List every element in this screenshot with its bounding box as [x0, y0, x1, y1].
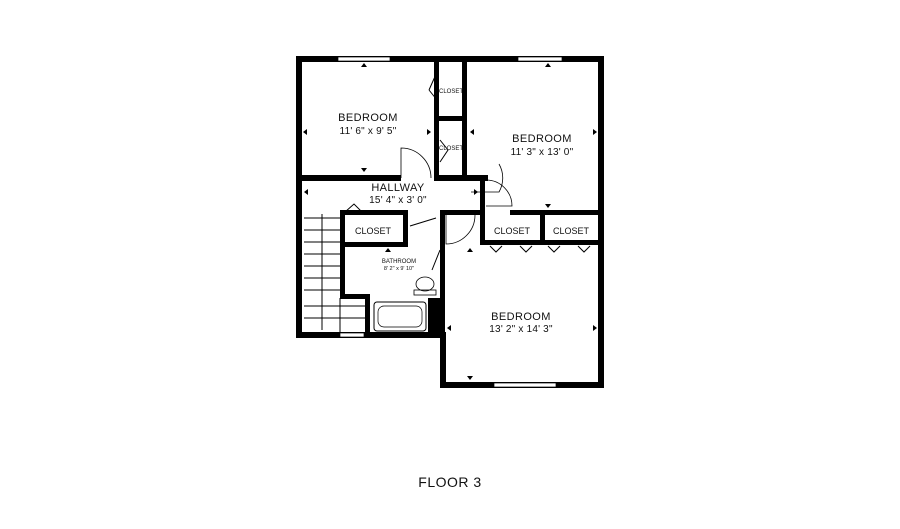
bedroom-se-dims: 13' 2" x 14' 3" [489, 324, 553, 335]
closet-hall-label: CLOSET [355, 226, 392, 236]
bathroom-dims: 8' 2" x 9' 10" [384, 266, 414, 272]
toilet-tank [413, 289, 437, 296]
floor-label: FLOOR 3 [418, 474, 481, 490]
hallway-dims: 15' 4" x 3' 0" [369, 195, 427, 206]
windows [337, 56, 563, 388]
bedroom-nw-name: Bedroom [338, 112, 398, 124]
hallway-name: Hallway [371, 182, 425, 194]
closet-se-left-label: CLOSET [494, 226, 531, 236]
toilet-bowl [415, 276, 435, 292]
closet-top-upper-label: CLOSET [439, 89, 463, 95]
interior-walls [296, 56, 604, 338]
bedroom-ne-dims: 11' 3" x 13' 0" [511, 147, 574, 158]
bedroom-ne-name: Bedroom [512, 133, 572, 145]
closet-top-lower-label: CLOSET [439, 146, 463, 152]
bathtub [373, 301, 427, 332]
bedroom-nw-dims: 11' 6" x 9' 5" [340, 126, 397, 137]
bathroom-name: Bathroom [382, 259, 416, 265]
bathtub-inner [377, 305, 423, 328]
stairs [304, 214, 365, 332]
doors [344, 71, 591, 271]
bedroom-se-name: Bedroom [491, 311, 551, 323]
bath-fixtures [373, 276, 437, 332]
dimension-ticks [303, 63, 597, 380]
closet-se-right-label: CLOSET [553, 226, 590, 236]
